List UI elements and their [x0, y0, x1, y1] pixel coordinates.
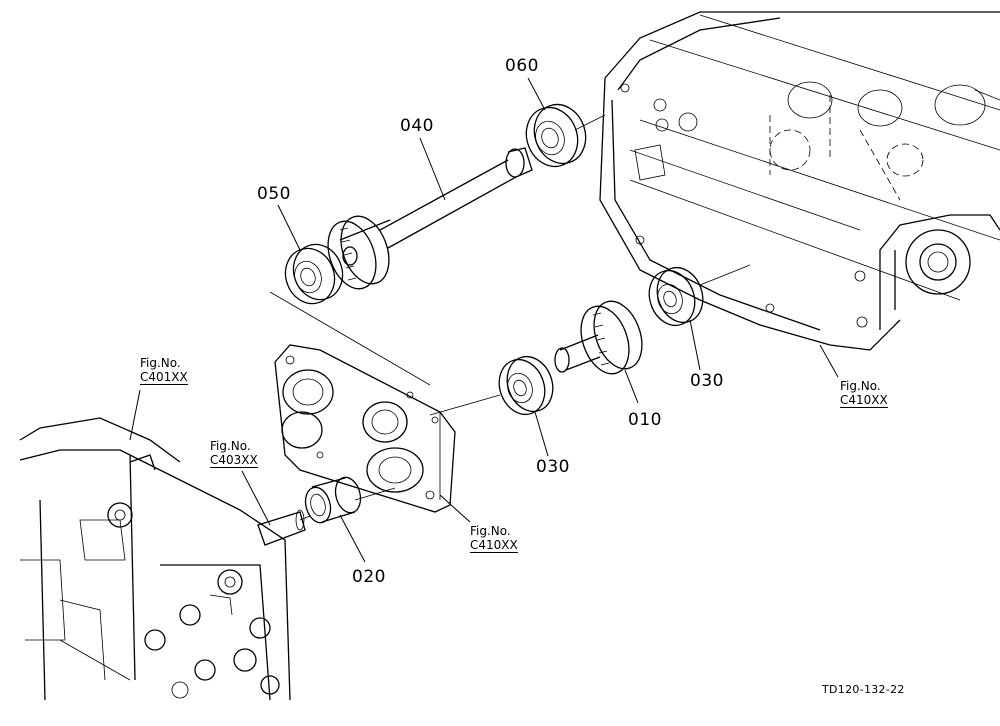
- figure-reference-c410-right-line2: C410XX: [840, 393, 888, 408]
- figure-reference-c410-right: Fig.No. C410XX: [840, 380, 888, 408]
- figure-reference-c410-middle: Fig.No. C410XX: [470, 525, 518, 553]
- part-label-010: 010: [628, 410, 662, 430]
- part-label-060: 060: [505, 56, 539, 76]
- figure-reference-c401-line2: C401XX: [140, 370, 188, 385]
- bearing-050: [284, 243, 344, 305]
- drawing-id: TD120-132-22: [822, 683, 905, 696]
- part-label-040: 040: [400, 116, 434, 136]
- bearing-030-right: [648, 266, 704, 327]
- transmission-case-right: [599, 11, 1000, 351]
- bearing-plate: [274, 344, 456, 513]
- figure-reference-c401-line1: Fig.No.: [140, 356, 181, 370]
- part-label-050: 050: [257, 184, 291, 204]
- collar-020: [304, 476, 362, 524]
- assembly-lines: [269, 114, 861, 521]
- figure-reference-c401: Fig.No. C401XX: [140, 357, 188, 385]
- figure-reference-c403: Fig.No. C403XX: [210, 440, 258, 468]
- leader-lines: [129, 77, 839, 563]
- part-label-030-middle: 030: [536, 457, 570, 477]
- part-label-020: 020: [352, 567, 386, 587]
- figure-reference-c410-right-line1: Fig.No.: [840, 379, 881, 393]
- shaft-gear-040: [327, 147, 533, 290]
- part-label-030-right: 030: [690, 371, 724, 391]
- figure-reference-c403-line1: Fig.No.: [210, 439, 251, 453]
- housing-left: [19, 417, 306, 701]
- bearing-030-middle: [498, 355, 554, 416]
- gear-010: [554, 300, 643, 375]
- figure-reference-c410-middle-line1: Fig.No.: [470, 524, 511, 538]
- figure-reference-c403-line2: C403XX: [210, 453, 258, 468]
- figure-reference-c410-middle-line2: C410XX: [470, 538, 518, 553]
